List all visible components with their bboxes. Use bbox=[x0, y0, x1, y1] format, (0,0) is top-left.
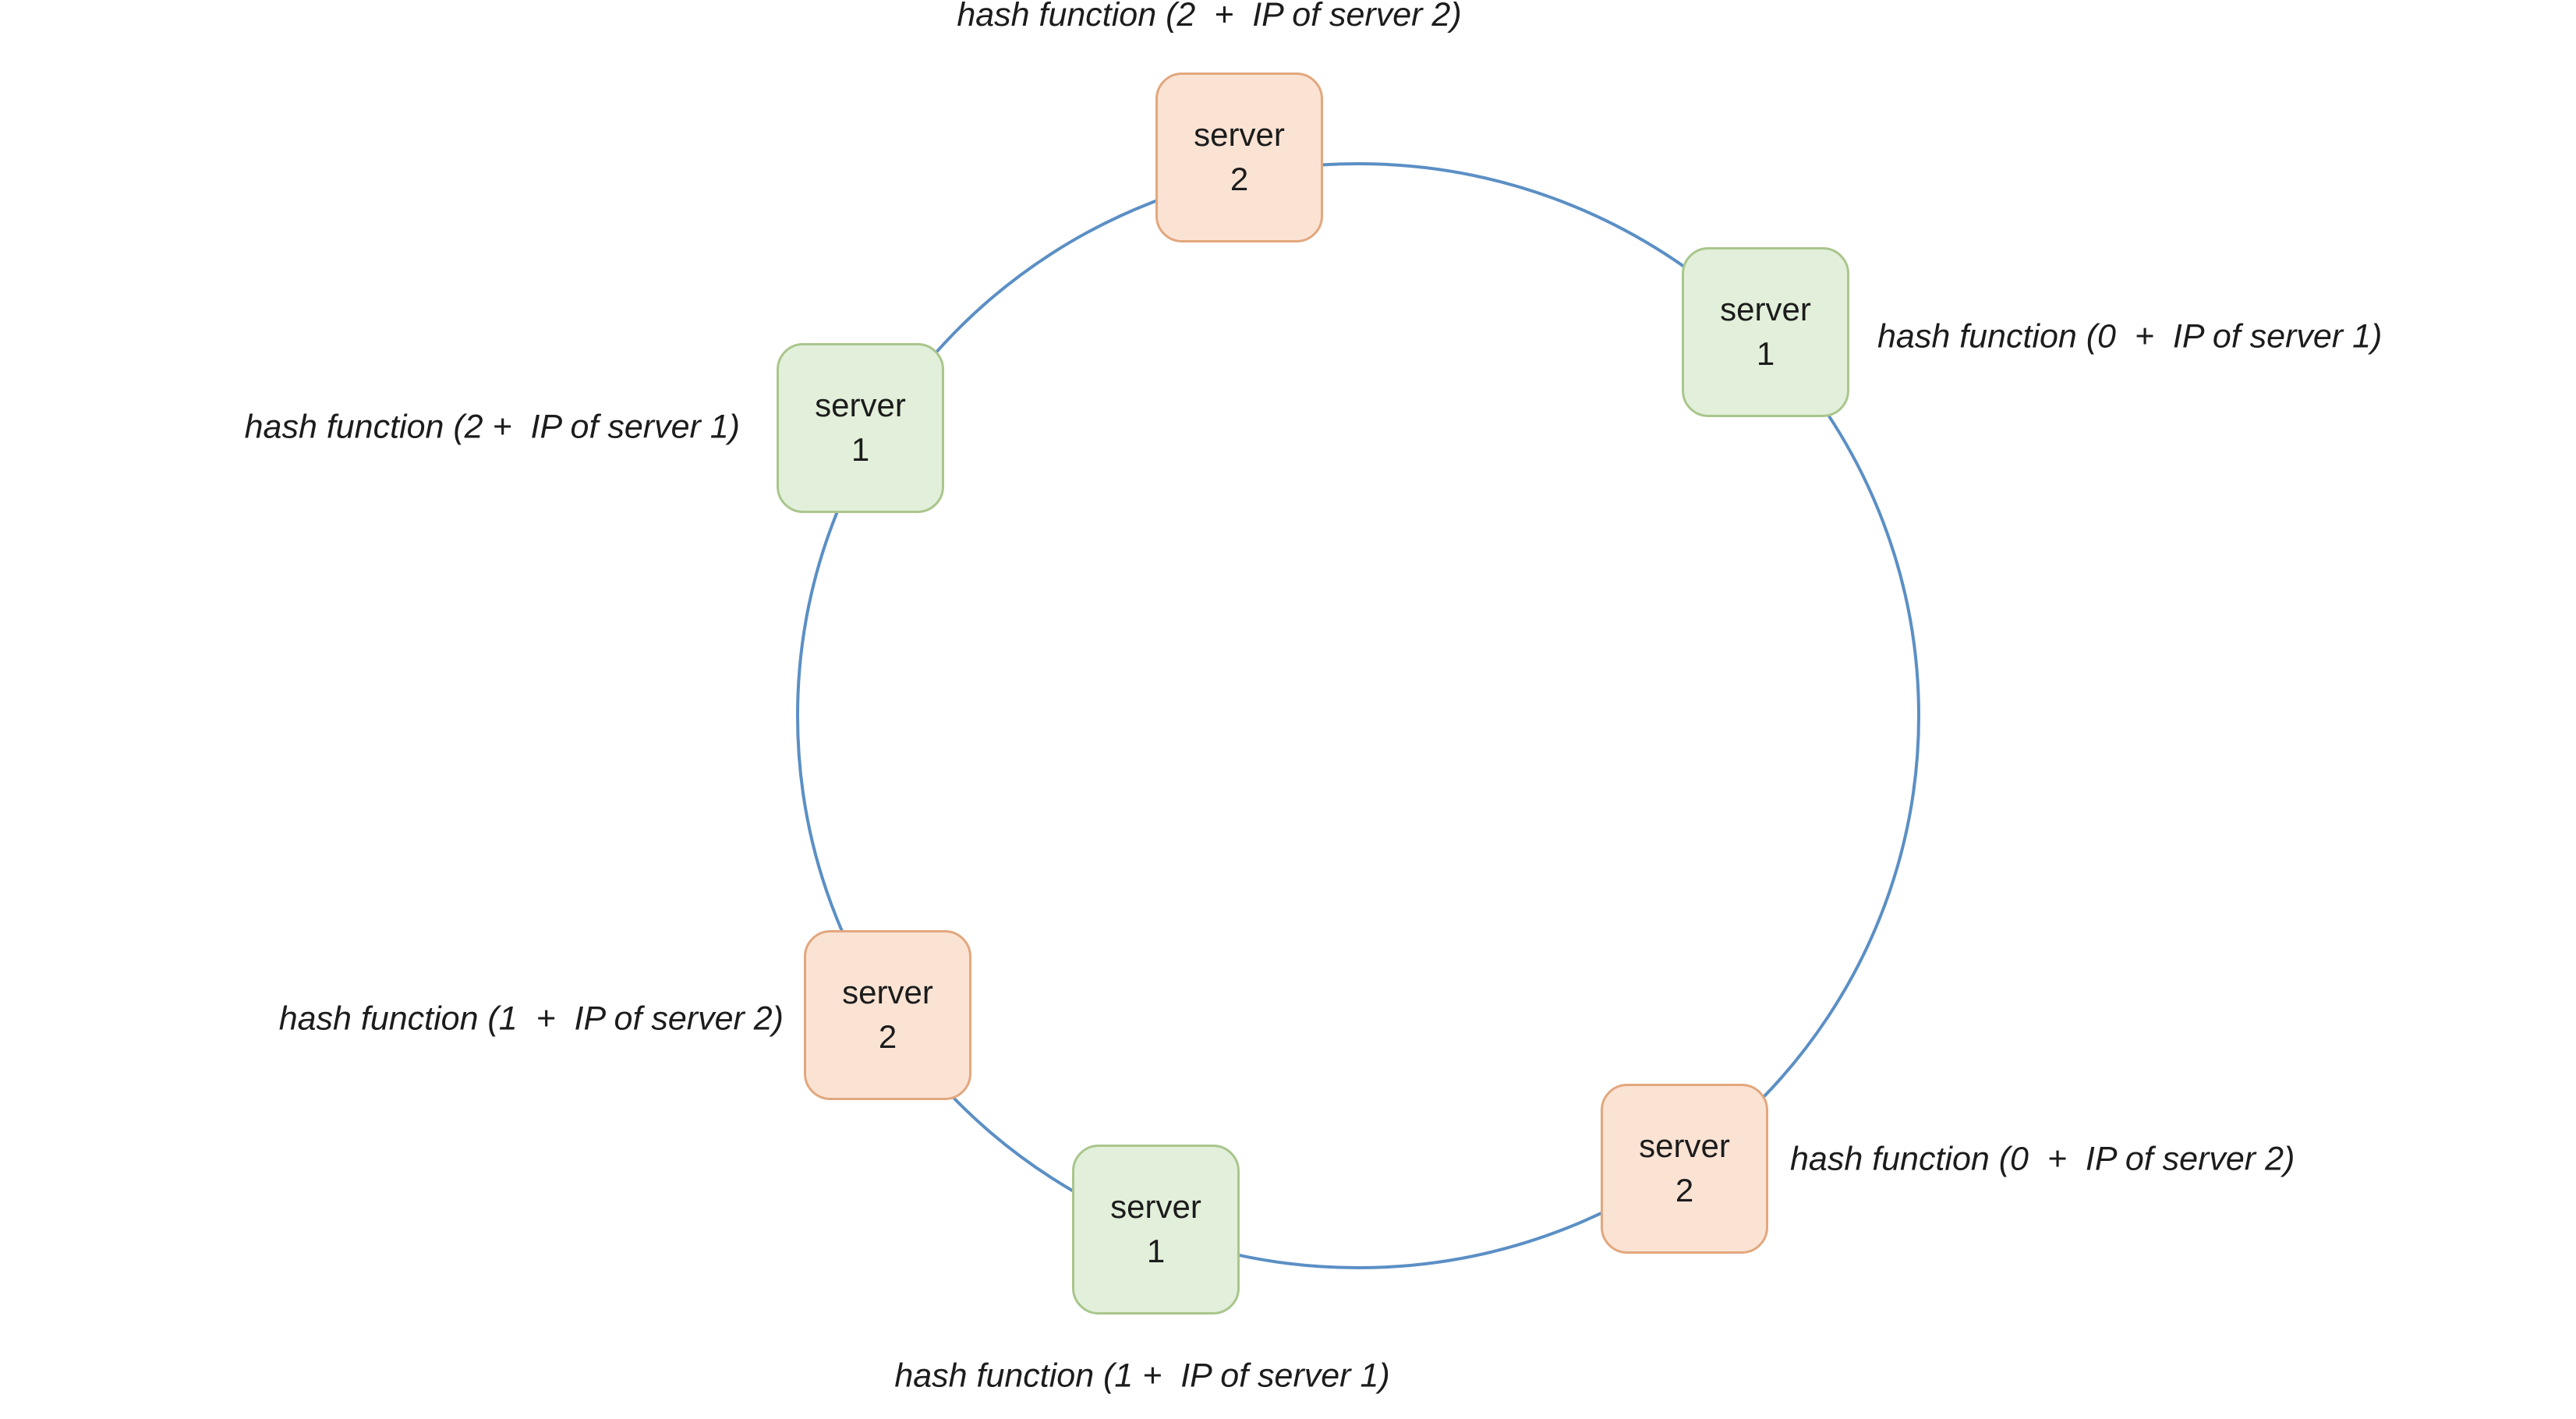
server-node-lower-left: server 2 bbox=[804, 930, 971, 1100]
server-node-number: 1 bbox=[851, 431, 870, 468]
server-node-bottom: server 1 bbox=[1072, 1145, 1240, 1315]
server-node-top: server 2 bbox=[1155, 73, 1323, 242]
server-node-name: server bbox=[1194, 116, 1285, 154]
server-node-number: 1 bbox=[1756, 335, 1775, 372]
hash-function-label-top: hash function (2 + IP of server 2) bbox=[957, 0, 1462, 34]
server-node-number: 2 bbox=[878, 1018, 897, 1055]
server-node-name: server bbox=[1720, 291, 1811, 328]
hash-function-label-bottom: hash function (1 + IP of server 1) bbox=[894, 1357, 1390, 1395]
server-node-upper-right: server 1 bbox=[1682, 247, 1849, 417]
hash-function-label-lower-left: hash function (1 + IP of server 2) bbox=[278, 1000, 784, 1038]
server-node-number: 1 bbox=[1146, 1233, 1166, 1269]
server-node-upper-left: server 1 bbox=[777, 343, 944, 513]
server-node-name: server bbox=[1639, 1127, 1730, 1165]
server-node-lower-right: server 2 bbox=[1601, 1084, 1768, 1254]
hash-function-label-lower-right: hash function (0 + IP of server 2) bbox=[1790, 1140, 2295, 1178]
server-node-name: server bbox=[815, 387, 906, 424]
hash-function-label-upper-right: hash function (0 + IP of server 1) bbox=[1877, 317, 2383, 356]
server-node-number: 2 bbox=[1230, 161, 1249, 197]
server-node-name: server bbox=[842, 974, 933, 1011]
server-node-number: 2 bbox=[1675, 1172, 1694, 1208]
server-node-name: server bbox=[1110, 1188, 1201, 1226]
hash-function-label-upper-left: hash function (2 + IP of server 1) bbox=[244, 408, 740, 446]
hash-ring-circle bbox=[796, 162, 1920, 1269]
